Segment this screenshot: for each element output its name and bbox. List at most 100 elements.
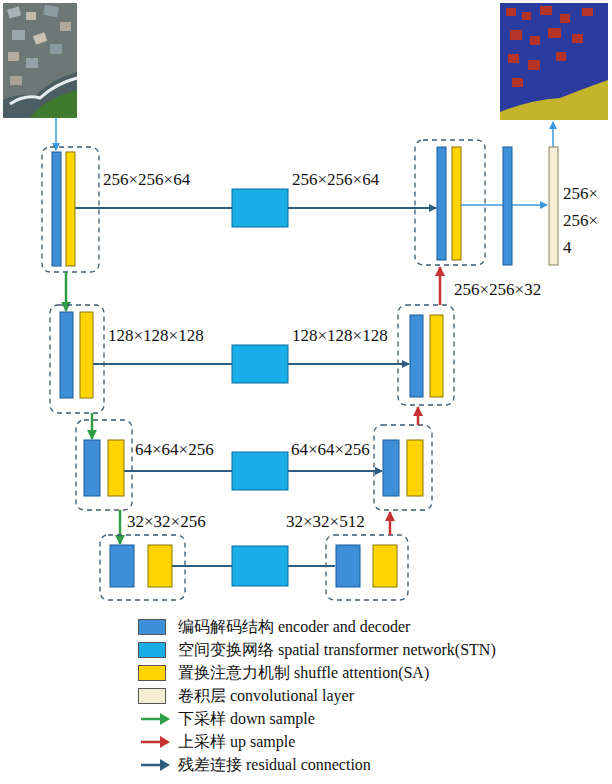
encoder-group (50, 305, 104, 413)
shore (3, 72, 77, 118)
roof (50, 44, 62, 54)
decoder-group (326, 535, 408, 600)
conv-bar (549, 147, 558, 265)
building (506, 8, 516, 16)
dimension-label: 256×256×64 (292, 170, 379, 190)
residual-line (288, 565, 335, 567)
legend-row: 上采样 up sample (138, 731, 295, 753)
sa-bar (148, 545, 172, 587)
residual-line (93, 363, 232, 365)
input-arrow (55, 118, 57, 150)
building (508, 54, 519, 63)
encoder-group (42, 147, 99, 272)
roof (43, 5, 59, 17)
residual-line (288, 363, 409, 365)
building (556, 52, 566, 61)
dimension-label: 256×256×64 (103, 170, 190, 190)
building (510, 30, 522, 40)
sa-bar (108, 440, 124, 496)
encoder-bar (60, 312, 73, 398)
residual-line (172, 565, 232, 567)
legend-text: 下采样 down sample (178, 709, 315, 730)
legend-text: 空间变换网络 spatial transformer network(STN) (178, 640, 496, 661)
dimension-label: 128×128×128 (108, 326, 204, 346)
surf-line (10, 78, 77, 104)
output-arrow (552, 122, 554, 147)
image-ground (500, 3, 608, 120)
decoder-bar (336, 545, 360, 587)
residual-line (124, 470, 232, 472)
sa-bar (66, 152, 75, 266)
dimension-label: 32×32×512 (286, 512, 365, 532)
building (528, 60, 540, 70)
roof (10, 76, 22, 85)
dimension-label: 32×32×256 (127, 512, 206, 532)
legend-arrow-head (160, 736, 170, 748)
legend-swatch (138, 642, 166, 658)
sa-bar (80, 312, 93, 398)
roof (26, 58, 38, 68)
legend-arrow-head (160, 713, 170, 725)
building (530, 36, 540, 45)
legend-row: 置换注意力机制 shuffle attention(SA) (138, 662, 429, 684)
encoder-bar (110, 545, 134, 587)
building (572, 34, 583, 43)
building (540, 6, 552, 15)
legend-text: 上采样 up sample (178, 732, 295, 753)
legend-arrow-shaft (141, 764, 162, 767)
encoder-group (100, 535, 185, 600)
land-class (500, 80, 608, 120)
stn-box (232, 452, 288, 490)
legend-text: 置换注意力机制 shuffle attention(SA) (178, 663, 429, 684)
building (522, 12, 531, 20)
up-arrow (389, 512, 392, 535)
sa-bar (452, 147, 461, 260)
up-arrow (417, 407, 420, 425)
legend-arrow (138, 754, 172, 776)
residual-line (288, 207, 436, 209)
residual-line (75, 207, 232, 209)
image-ground (3, 3, 77, 118)
encoder-bar (84, 440, 100, 496)
encoder-bar (52, 152, 61, 266)
legend-row: 编码解码结构 encoder and decoder (138, 616, 410, 638)
legend-arrow-shaft (141, 718, 162, 721)
decoder-bar (410, 315, 423, 397)
roof (33, 32, 47, 45)
vegetation (30, 90, 77, 118)
legend-row: 空间变换网络 spatial transformer network(STN) (138, 639, 496, 661)
legend-row: 卷积层 convolutional layer (138, 685, 354, 707)
legend-text: 残差连接 residual connection (178, 755, 371, 776)
output-image (500, 3, 608, 120)
stn-box (232, 345, 288, 383)
decoder-bar (383, 440, 399, 496)
sa-bar (407, 440, 423, 496)
down-arrow (91, 413, 94, 439)
dimension-label: 64×64×256 (135, 440, 214, 460)
dimension-label: 128×128×128 (292, 326, 388, 346)
decoder-bar (503, 147, 512, 265)
legend-arrow-head (160, 759, 170, 771)
decoder-bar (437, 147, 446, 260)
legend-arrow (138, 731, 172, 753)
legend-swatch (138, 619, 166, 635)
sa-bar (373, 545, 397, 587)
input-image (3, 3, 77, 118)
residual-line (288, 470, 382, 472)
building (512, 78, 523, 87)
encoder-group (76, 420, 132, 510)
down-arrow (119, 510, 122, 544)
legend-arrow (138, 708, 172, 730)
legend-text: 编码解码结构 encoder and decoder (178, 617, 410, 638)
legend-swatch (138, 665, 166, 681)
roof (12, 30, 25, 40)
decoder-group (398, 305, 454, 405)
building (560, 14, 570, 23)
building (548, 28, 561, 38)
dimension-label: 256×256×32 (454, 280, 541, 300)
legend-swatch (138, 688, 166, 704)
stn-box (232, 189, 288, 227)
dimension-label: 256× 256× 4 (563, 180, 607, 261)
building (582, 8, 593, 16)
